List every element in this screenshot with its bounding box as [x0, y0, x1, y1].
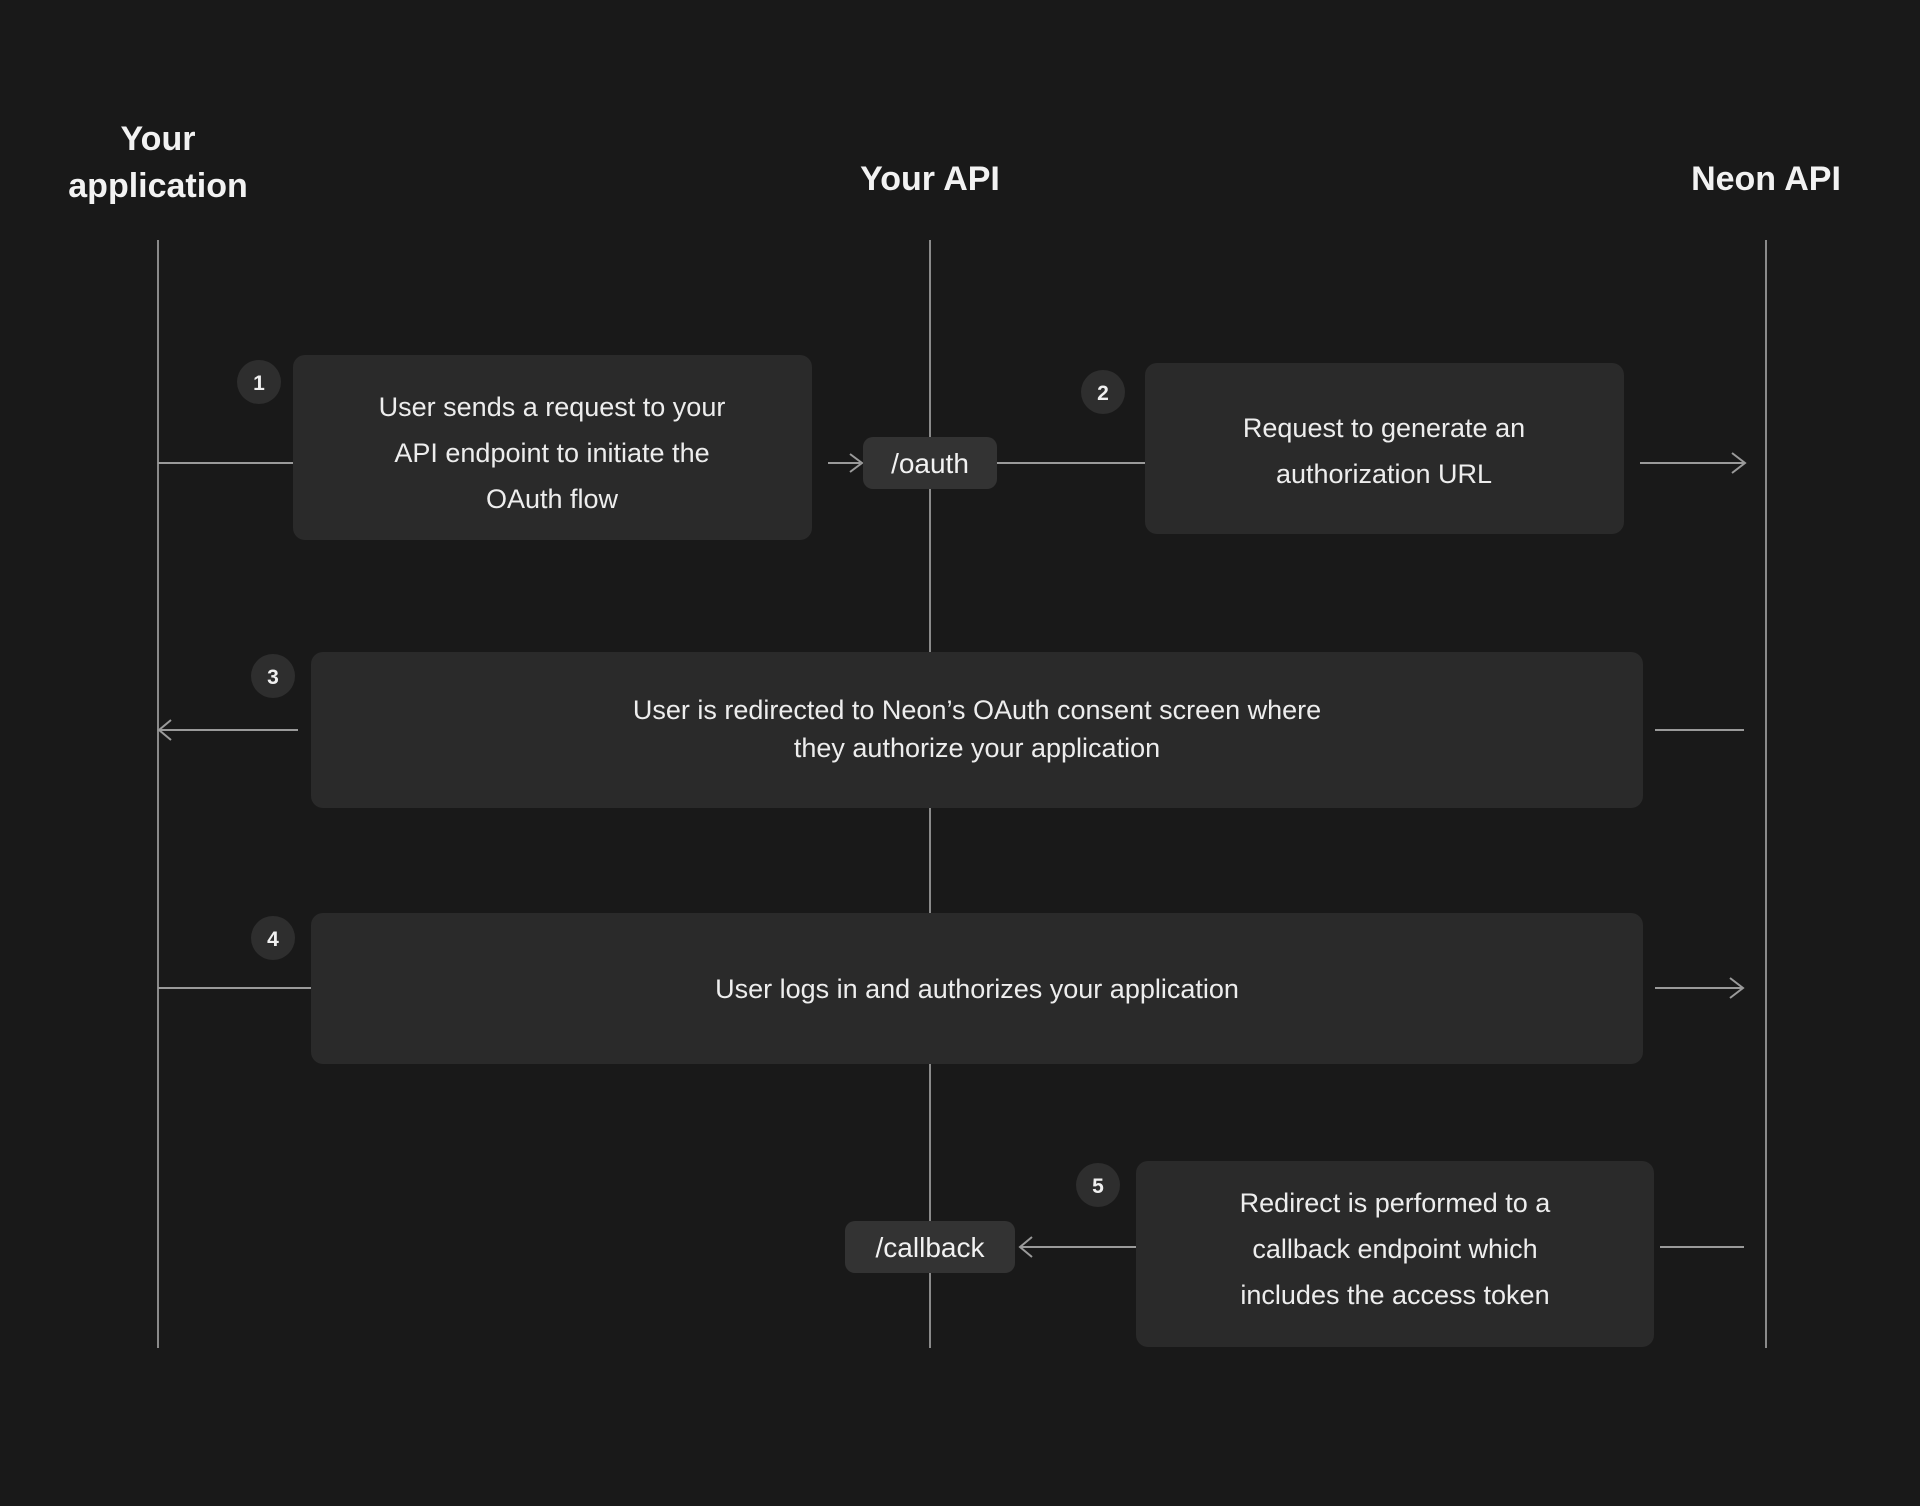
- step-5-text-line-3: includes the access token: [1240, 1280, 1549, 1310]
- lifeline-label-api: Your API: [860, 160, 1000, 198]
- step-5-badge: [1076, 1163, 1120, 1207]
- callback-pill-label: /callback: [876, 1232, 986, 1263]
- oauth-pill-label: /oauth: [891, 448, 969, 479]
- step-4-badge: [251, 916, 295, 960]
- step-2-text-line-1: Request to generate an: [1243, 413, 1525, 443]
- step-1-box: [293, 355, 812, 540]
- lifeline-app: Your application: [68, 120, 248, 1348]
- step-4-badge-label: 4: [267, 928, 279, 951]
- lifeline-neon: Neon API: [1691, 160, 1841, 1348]
- step-1-text-line-1: User sends a request to your: [379, 392, 726, 422]
- step-2-box: [1145, 363, 1624, 534]
- step-5-box: [1136, 1161, 1654, 1347]
- step-3-group: User is redirected to Neon’s OAuth conse…: [157, 652, 1744, 808]
- step-1-arrow-head-icon: [849, 453, 864, 473]
- step-2-group: Request to generate an authorization URL…: [997, 363, 1747, 534]
- step-3-text-line-1: User is redirected to Neon’s OAuth conse…: [633, 695, 1321, 725]
- step-4-arrow-head-icon: [1729, 977, 1745, 999]
- lifeline-label-neon: Neon API: [1691, 160, 1841, 198]
- step-1-text-line-2: API endpoint to initiate the: [394, 438, 709, 468]
- step-4-box: [311, 913, 1643, 1064]
- step-5-group: Redirect is performed to a callback endp…: [1018, 1161, 1744, 1347]
- step-1-text-line-3: OAuth flow: [486, 484, 619, 514]
- step-2-text-line-2: authorization URL: [1276, 459, 1492, 489]
- step-5-badge-label: 5: [1092, 1175, 1104, 1198]
- step-1-group: User sends a request to your API endpoin…: [158, 355, 864, 540]
- step-5-text-line-2: callback endpoint which: [1252, 1234, 1537, 1264]
- step-2-arrow-head-icon: [1731, 452, 1747, 474]
- step-2-badge-label: 2: [1097, 382, 1109, 405]
- step-3-badge: [251, 654, 295, 698]
- callback-pill-box[interactable]: [845, 1221, 1015, 1273]
- step-3-badge-label: 3: [267, 666, 279, 689]
- endpoint-pill-callback[interactable]: /callback: [845, 1221, 1015, 1273]
- step-4-group: User logs in and authorizes your applica…: [158, 913, 1745, 1064]
- oauth-pill-box[interactable]: [863, 437, 997, 489]
- step-5-text-line-1: Redirect is performed to a: [1240, 1188, 1552, 1218]
- step-1-badge-label: 1: [253, 372, 265, 395]
- step-4-text-line-1: User logs in and authorizes your applica…: [715, 974, 1239, 1004]
- step-2-badge: [1081, 370, 1125, 414]
- endpoint-pill-oauth[interactable]: /oauth: [863, 437, 997, 489]
- step-3-box: [311, 652, 1643, 808]
- step-1-badge: [237, 360, 281, 404]
- lifeline-label-app-line1: Your: [121, 120, 196, 158]
- step-3-text-line-2: they authorize your application: [794, 733, 1160, 763]
- lifeline-label-app-line2: application: [68, 167, 247, 205]
